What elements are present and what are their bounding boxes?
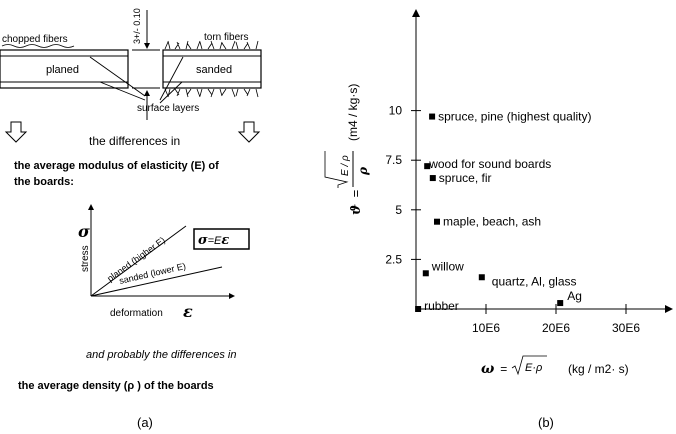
axis-deformation: deformation <box>110 308 163 319</box>
chart-points: spruce, pine (highest quality) wood for s… <box>415 110 592 313</box>
label-surface-layers: surface layers <box>137 103 199 114</box>
axis-stress: stress <box>80 245 91 272</box>
symbol-sigma: σ <box>78 222 90 241</box>
data-point <box>424 163 431 170</box>
data-point-label: rubber <box>424 299 459 313</box>
data-point-label: quartz, Al, glass <box>492 274 577 288</box>
data-point <box>557 300 564 307</box>
svg-text:ϑ =: ϑ = <box>348 190 364 215</box>
stress-strain-diagram: stress σ deformation ε planed (higher E)… <box>78 204 250 321</box>
x-tick-label: 30E6 <box>612 321 640 335</box>
down-arrow-left-icon <box>4 121 28 143</box>
text-probably: and probably the differences in <box>86 349 236 361</box>
down-arrow-right-icon <box>237 121 261 143</box>
svg-text:(kg / m2· s): (kg / m2· s) <box>568 362 629 376</box>
formula-text: σ=Eε <box>198 233 229 248</box>
data-point <box>415 306 422 312</box>
text-density: the average density (ρ ) of the boards <box>18 380 214 392</box>
label-planed: planed <box>46 64 79 76</box>
label-thickness: 3+/- 0.10 <box>132 8 142 44</box>
x-tick-label: 20E6 <box>542 321 570 335</box>
label-sanded: sanded <box>196 64 232 76</box>
sanded-board <box>162 49 262 89</box>
svg-text:ω =: ω = <box>481 360 507 377</box>
y-tick-label: 5 <box>395 203 402 217</box>
text-differences: the differences in <box>89 134 180 148</box>
data-point <box>429 113 436 120</box>
surface-layer-pointers <box>89 56 184 104</box>
caption-a: (a) <box>137 415 153 430</box>
svg-text:E / ρ: E / ρ <box>340 155 351 176</box>
text-modulus-line1: the average modulus of elasticity (E) of <box>14 160 219 172</box>
svg-text:ρ: ρ <box>356 166 370 176</box>
label-chopped-fibers: chopped fibers <box>2 34 68 45</box>
data-point-label: willow <box>431 259 464 273</box>
data-point <box>478 274 485 281</box>
x-axis-label: ω = E·ρ (kg / m2· s) <box>481 355 629 377</box>
formula-box <box>193 228 250 250</box>
chart-ticks: 2.5 5 7.5 10 10E6 20E6 30E6 <box>385 104 640 335</box>
torn-fibers-hatch <box>164 40 259 98</box>
chopped-fibers-line <box>1 44 75 48</box>
caption-b: (b) <box>538 415 554 430</box>
y-tick-label: 7.5 <box>385 153 402 167</box>
y-tick-label: 2.5 <box>385 252 402 266</box>
data-point <box>429 175 436 182</box>
data-point-label: spruce, pine (highest quality) <box>438 110 591 124</box>
label-torn-fibers: torn fibers <box>204 32 248 43</box>
symbol-epsilon: ε <box>183 302 193 321</box>
svg-text:(m4 / kg·s): (m4 / kg·s) <box>346 84 360 141</box>
text-modulus-line2: the boards: <box>14 176 74 188</box>
svg-text:E·ρ: E·ρ <box>525 362 542 374</box>
data-point <box>434 218 440 225</box>
thickness-dimension: 3+/- 0.10 <box>132 8 160 120</box>
panel-b: 2.5 5 7.5 10 10E6 20E6 30E6 spruce, pine (high… <box>324 9 673 430</box>
data-point-label: Ag <box>567 289 582 303</box>
y-axis-label: ϑ = E / ρ ρ (m4 / kg·s) <box>324 84 370 215</box>
data-point-label: spruce, fir <box>439 171 492 185</box>
x-tick-label: 10E6 <box>472 321 500 335</box>
data-point-label: maple, beach, ash <box>443 215 541 229</box>
data-point <box>422 270 429 277</box>
data-point-label: wood for sound boards <box>428 157 551 171</box>
y-tick-label: 10 <box>389 104 403 118</box>
panel-a: chopped fibers torn fibers planed sanded… <box>0 8 262 430</box>
